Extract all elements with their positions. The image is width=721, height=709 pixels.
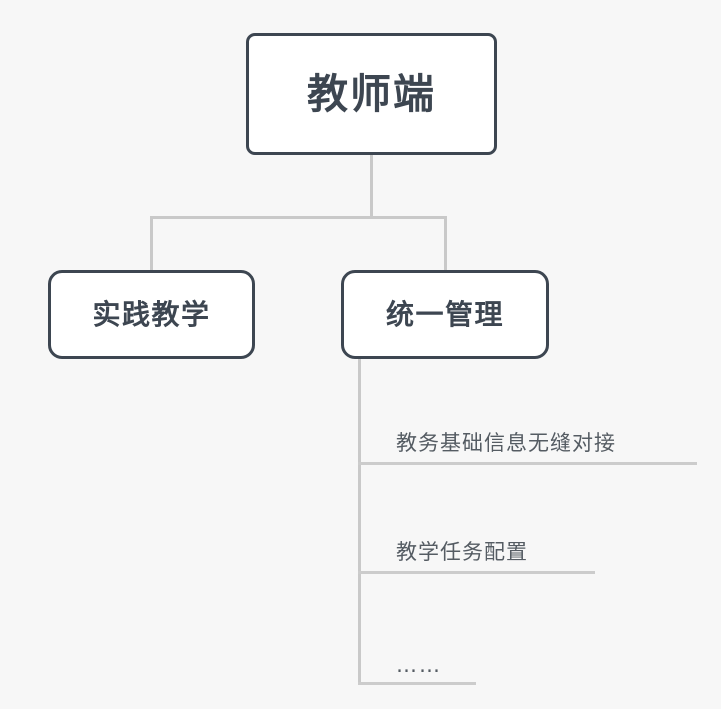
leaf-item-label: …… xyxy=(396,653,442,677)
leaf-item-label: 教务基础信息无缝对接 xyxy=(396,431,616,455)
node-unified-management-label: 统一管理 xyxy=(385,297,504,331)
leaf-underline xyxy=(358,682,476,685)
node-practical-teaching[interactable]: 实践教学 xyxy=(48,270,255,359)
leaf-item-label: 教学任务配置 xyxy=(396,540,528,564)
node-unified-management[interactable]: 统一管理 xyxy=(341,270,549,359)
connector-branch-bar xyxy=(150,216,447,219)
leaf-underline xyxy=(358,571,595,574)
node-practical-teaching-label: 实践教学 xyxy=(92,297,211,331)
leaf-underline xyxy=(358,462,697,465)
node-root[interactable]: 教师端 xyxy=(246,33,497,155)
connector-drop-left-child xyxy=(150,216,153,272)
leaf-item[interactable]: 教学任务配置 xyxy=(358,509,595,574)
node-root-label: 教师端 xyxy=(307,69,436,118)
connector-drop-right-child xyxy=(444,216,447,272)
leaf-item[interactable]: 教务基础信息无缝对接 xyxy=(358,400,697,465)
connector-leaf-spine xyxy=(358,359,361,685)
connector-root-stem xyxy=(370,155,373,218)
leaf-item[interactable]: …… xyxy=(358,620,476,685)
